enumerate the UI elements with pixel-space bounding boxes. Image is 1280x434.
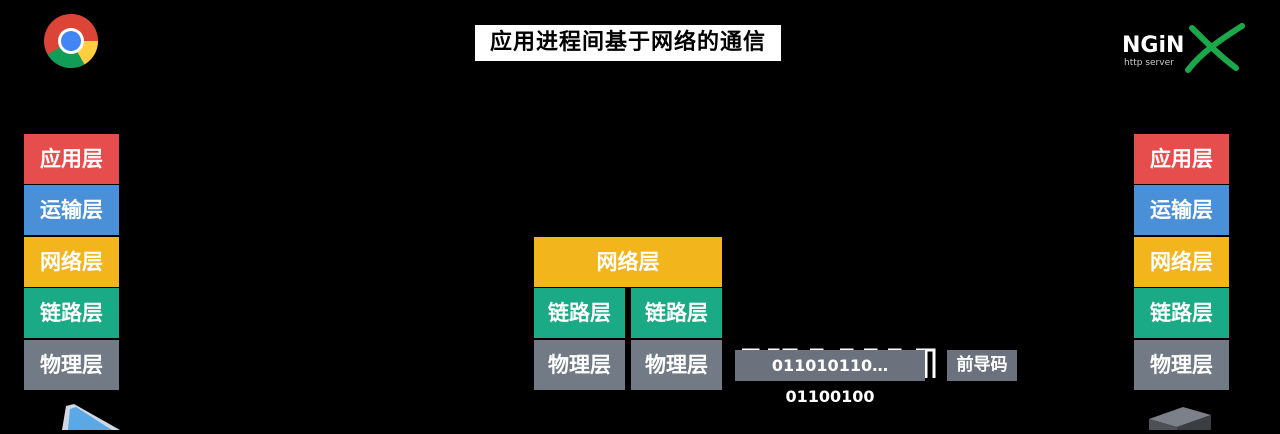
preamble-label: 前导码 xyxy=(947,350,1017,381)
chrome-browser-icon xyxy=(43,13,99,69)
router-physical-layer-left: 物理层 xyxy=(534,340,625,390)
bitstream-label: 011010110…01100100 xyxy=(735,350,925,406)
server-icon xyxy=(1145,405,1215,430)
right-application-layer: 应用层 xyxy=(1134,134,1229,184)
right-network-layer: 网络层 xyxy=(1134,237,1229,287)
left-link-layer: 链路层 xyxy=(24,288,119,338)
right-transport-layer: 运输层 xyxy=(1134,185,1229,235)
nginx-logo-text: NGiN xyxy=(1122,33,1185,58)
right-physical-layer: 物理层 xyxy=(1134,340,1229,390)
left-transport-layer: 运输层 xyxy=(24,185,119,235)
left-application-layer: 应用层 xyxy=(24,134,119,184)
left-network-layer: 网络层 xyxy=(24,237,119,287)
left-physical-layer: 物理层 xyxy=(24,340,119,390)
nginx-logo-icon xyxy=(1180,22,1250,74)
right-link-layer: 链路层 xyxy=(1134,288,1229,338)
router-link-layer-left: 链路层 xyxy=(534,288,625,338)
router-network-layer: 网络层 xyxy=(534,237,722,287)
laptop-icon xyxy=(60,404,130,430)
router-physical-layer-right: 物理层 xyxy=(631,340,722,390)
nginx-logo-subtitle: http server xyxy=(1124,58,1174,68)
router-link-layer-right: 链路层 xyxy=(631,288,722,338)
diagram-title: 应用进程间基于网络的通信 xyxy=(475,25,781,61)
